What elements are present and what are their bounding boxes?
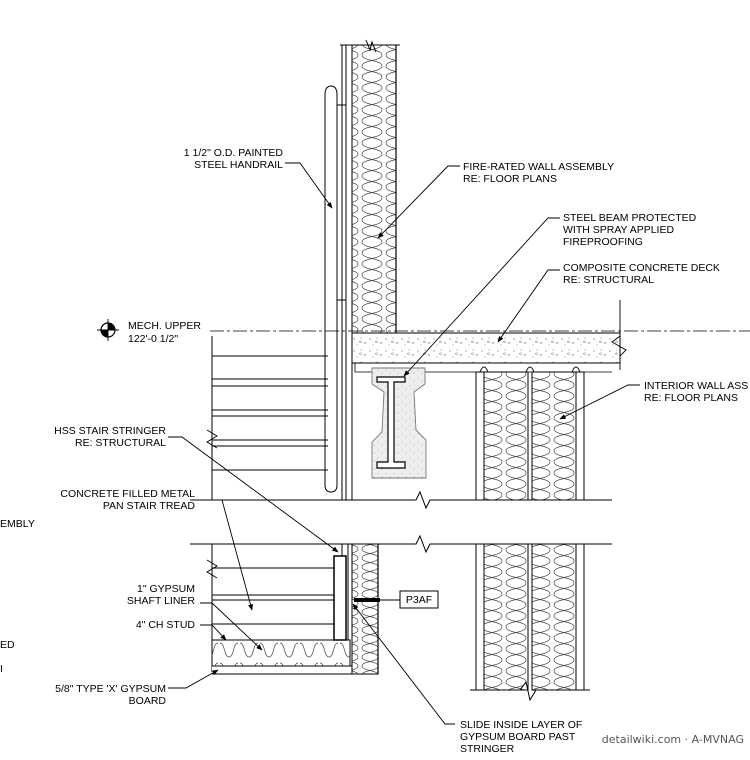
callout-steel-beam-line3: FIREPROOFING: [563, 236, 643, 248]
callout-interior-wall-line1: INTERIOR WALL ASS: [644, 380, 748, 392]
level-marker-symbol: [97, 319, 119, 341]
callout-slide-inside-line1: SLIDE INSIDE LAYER OF: [460, 719, 582, 731]
leader-lines: [168, 162, 640, 725]
callout-handrail-line1: 1 1/2" O.D. PAINTED: [184, 147, 284, 159]
callout-shaft-liner-line1: 1" GYPSUM: [137, 583, 195, 595]
callout-stud: 4" CH STUD: [136, 619, 196, 631]
steel-handrail: [324, 85, 346, 493]
callout-steel-beam-line1: STEEL BEAM PROTECTED: [563, 212, 697, 224]
callout-fire-wall-line1: FIRE-RATED WALL ASSEMBLY: [463, 161, 614, 173]
callout-stud-line1: 4" CH STUD: [136, 619, 196, 631]
concrete-deck: [210, 300, 750, 373]
watermark: detailwiki.com · A-MVNAG: [602, 733, 744, 746]
callout-shaft-liner-line2: SHAFT LINER: [127, 595, 195, 607]
fire-rated-wall-upper: [340, 39, 400, 501]
callout-fire-wall: FIRE-RATED WALL ASSEMBLY RE: FLOOR PLANS: [463, 161, 614, 185]
partial-left-label-2: ED: [0, 639, 15, 651]
callout-deck: COMPOSITE CONCRETE DECK RE: STRUCTURAL: [563, 262, 720, 286]
partial-left-label-1: EMBLY: [0, 518, 35, 530]
callout-gypsum-board: 5/8" TYPE 'X' GYPSUM BOARD: [55, 683, 166, 707]
lower-shaft-assembly: [206, 543, 379, 675]
callout-tread: CONCRETE FILLED METAL PAN STAIR TREAD: [60, 488, 195, 512]
level-marker-elevation: 122'-0 1/2": [128, 333, 178, 345]
callout-gypsum-board-line2: BOARD: [129, 695, 167, 707]
callout-tread-line2: PAN STAIR TREAD: [103, 500, 196, 512]
callout-stringer: HSS STAIR STRINGER RE: STRUCTURAL: [54, 425, 166, 449]
callout-slide-inside-line2: GYPSUM BOARD PAST: [460, 731, 576, 743]
callout-deck-line1: COMPOSITE CONCRETE DECK: [563, 262, 720, 274]
callout-steel-beam: STEEL BEAM PROTECTED WITH SPRAY APPLIED …: [563, 212, 697, 248]
partial-left-label-3: I: [0, 663, 3, 675]
callout-steel-beam-line2: WITH SPRAY APPLIED: [563, 224, 674, 236]
callout-slide-inside-line3: STRINGER: [460, 743, 515, 755]
callout-stringer-line2: RE: STRUCTURAL: [75, 437, 166, 449]
callout-gypsum-board-line1: 5/8" TYPE 'X' GYPSUM: [55, 683, 166, 695]
callout-interior-wall: INTERIOR WALL ASS RE: FLOOR PLANS: [644, 380, 748, 404]
callout-slide-inside: SLIDE INSIDE LAYER OF GYPSUM BOARD PAST …: [460, 719, 582, 755]
callout-tread-line1: CONCRETE FILLED METAL: [60, 488, 195, 500]
callout-interior-wall-line2: RE: FLOOR PLANS: [644, 392, 738, 404]
callout-fire-wall-line2: RE: FLOOR PLANS: [463, 173, 557, 185]
stair-treads-upper: [206, 336, 328, 500]
p3af-tag: [354, 590, 439, 609]
callout-deck-line2: RE: STRUCTURAL: [563, 274, 654, 286]
callout-handrail: 1 1/2" O.D. PAINTED STEEL HANDRAIL: [184, 147, 284, 171]
steel-beam-fireproofed: [371, 367, 427, 479]
callout-shaft-liner: 1" GYPSUM SHAFT LINER: [127, 583, 195, 607]
callout-handrail-line2: STEEL HANDRAIL: [194, 159, 283, 171]
level-marker-name: MECH. UPPER: [128, 320, 201, 332]
break-band: [190, 490, 620, 554]
watermark-backdrop: [606, 730, 748, 748]
callout-stringer-line1: HSS STAIR STRINGER: [54, 425, 166, 437]
p3af-tag-label: P3AF: [406, 594, 432, 606]
